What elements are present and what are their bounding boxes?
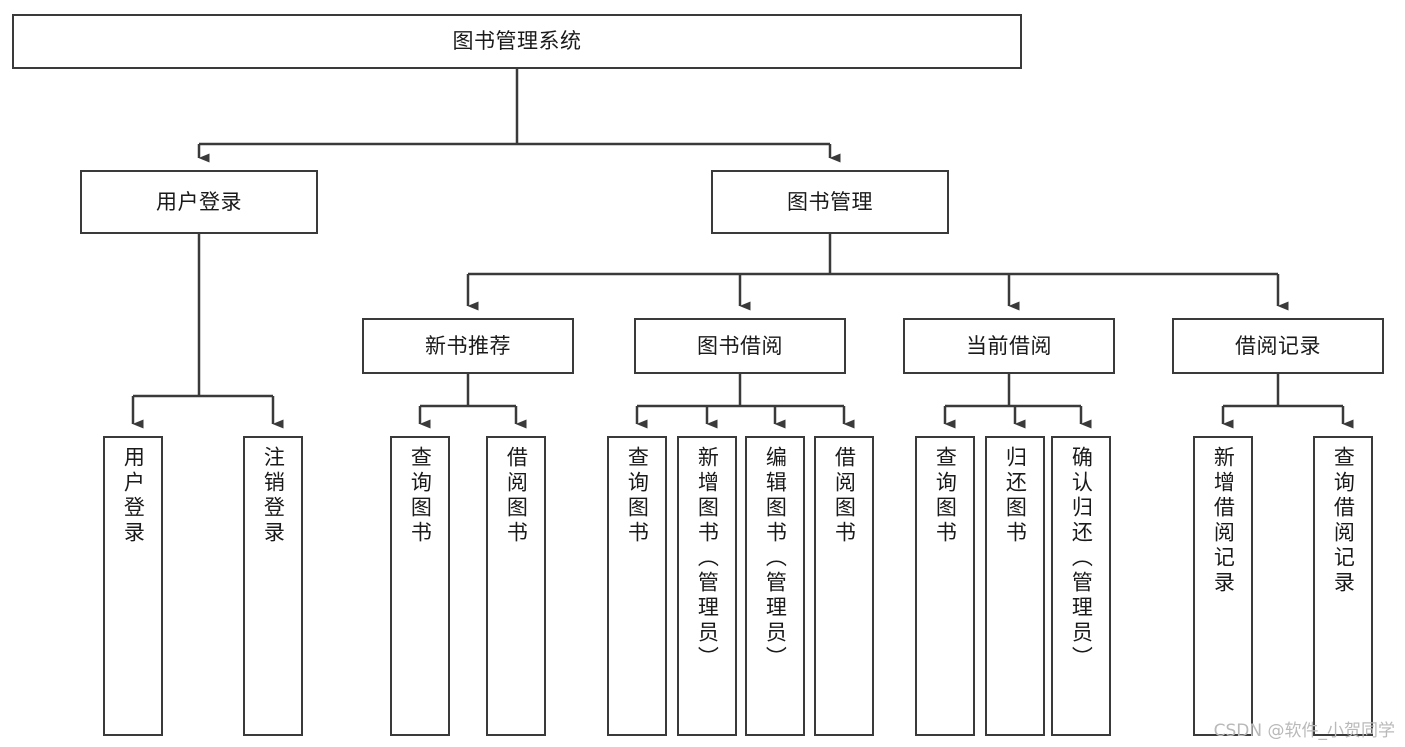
node-leaf-query-book-2-label: 查询图书 bbox=[625, 446, 650, 546]
node-leaf-query-record[interactable]: 查询借阅记录 bbox=[1313, 436, 1373, 736]
node-leaf-add-record[interactable]: 新增借阅记录 bbox=[1193, 436, 1253, 736]
node-book-borrow[interactable]: 图书借阅 bbox=[634, 318, 846, 374]
node-new-book-recommend[interactable]: 新书推荐 bbox=[362, 318, 574, 374]
node-book-management[interactable]: 图书管理 bbox=[711, 170, 949, 234]
node-leaf-add-book-label: 新增图书（管理员） bbox=[695, 446, 720, 671]
node-leaf-query-record-label: 查询借阅记录 bbox=[1331, 446, 1356, 596]
node-borrow-record-label: 借阅记录 bbox=[1235, 333, 1321, 358]
node-new-book-recommend-label: 新书推荐 bbox=[425, 333, 511, 358]
node-leaf-edit-book[interactable]: 编辑图书（管理员） bbox=[745, 436, 805, 736]
node-leaf-user-logout[interactable]: 注销登录 bbox=[243, 436, 303, 736]
node-user-login[interactable]: 用户登录 bbox=[80, 170, 318, 234]
node-leaf-user-logout-label: 注销登录 bbox=[261, 446, 286, 546]
node-leaf-confirm-return[interactable]: 确认归还（管理员） bbox=[1051, 436, 1111, 736]
node-leaf-user-login[interactable]: 用户登录 bbox=[103, 436, 163, 736]
node-leaf-add-record-label: 新增借阅记录 bbox=[1211, 446, 1236, 596]
node-current-borrow[interactable]: 当前借阅 bbox=[903, 318, 1115, 374]
node-leaf-borrow-book-2[interactable]: 借阅图书 bbox=[814, 436, 874, 736]
node-leaf-borrow-book-1-label: 借阅图书 bbox=[504, 446, 529, 546]
node-leaf-edit-book-label: 编辑图书（管理员） bbox=[763, 446, 788, 671]
node-leaf-query-book-1-label: 查询图书 bbox=[408, 446, 433, 546]
node-root[interactable]: 图书管理系统 bbox=[12, 14, 1022, 69]
node-leaf-borrow-book-2-label: 借阅图书 bbox=[832, 446, 857, 546]
node-borrow-record[interactable]: 借阅记录 bbox=[1172, 318, 1384, 374]
node-leaf-user-login-label: 用户登录 bbox=[121, 446, 146, 546]
node-current-borrow-label: 当前借阅 bbox=[966, 333, 1052, 358]
node-root-label: 图书管理系统 bbox=[452, 29, 582, 54]
node-leaf-query-book-3-label: 查询图书 bbox=[933, 446, 958, 546]
node-leaf-confirm-return-label: 确认归还（管理员） bbox=[1069, 446, 1094, 671]
node-leaf-return-book[interactable]: 归还图书 bbox=[985, 436, 1045, 736]
node-leaf-borrow-book-1[interactable]: 借阅图书 bbox=[486, 436, 546, 736]
node-leaf-query-book-3[interactable]: 查询图书 bbox=[915, 436, 975, 736]
node-leaf-query-book-2[interactable]: 查询图书 bbox=[607, 436, 667, 736]
node-leaf-add-book[interactable]: 新增图书（管理员） bbox=[677, 436, 737, 736]
node-leaf-query-book-1[interactable]: 查询图书 bbox=[390, 436, 450, 736]
node-book-borrow-label: 图书借阅 bbox=[697, 333, 783, 358]
node-user-login-label: 用户登录 bbox=[156, 189, 242, 214]
node-leaf-return-book-label: 归还图书 bbox=[1003, 446, 1028, 546]
node-book-management-label: 图书管理 bbox=[787, 189, 873, 214]
